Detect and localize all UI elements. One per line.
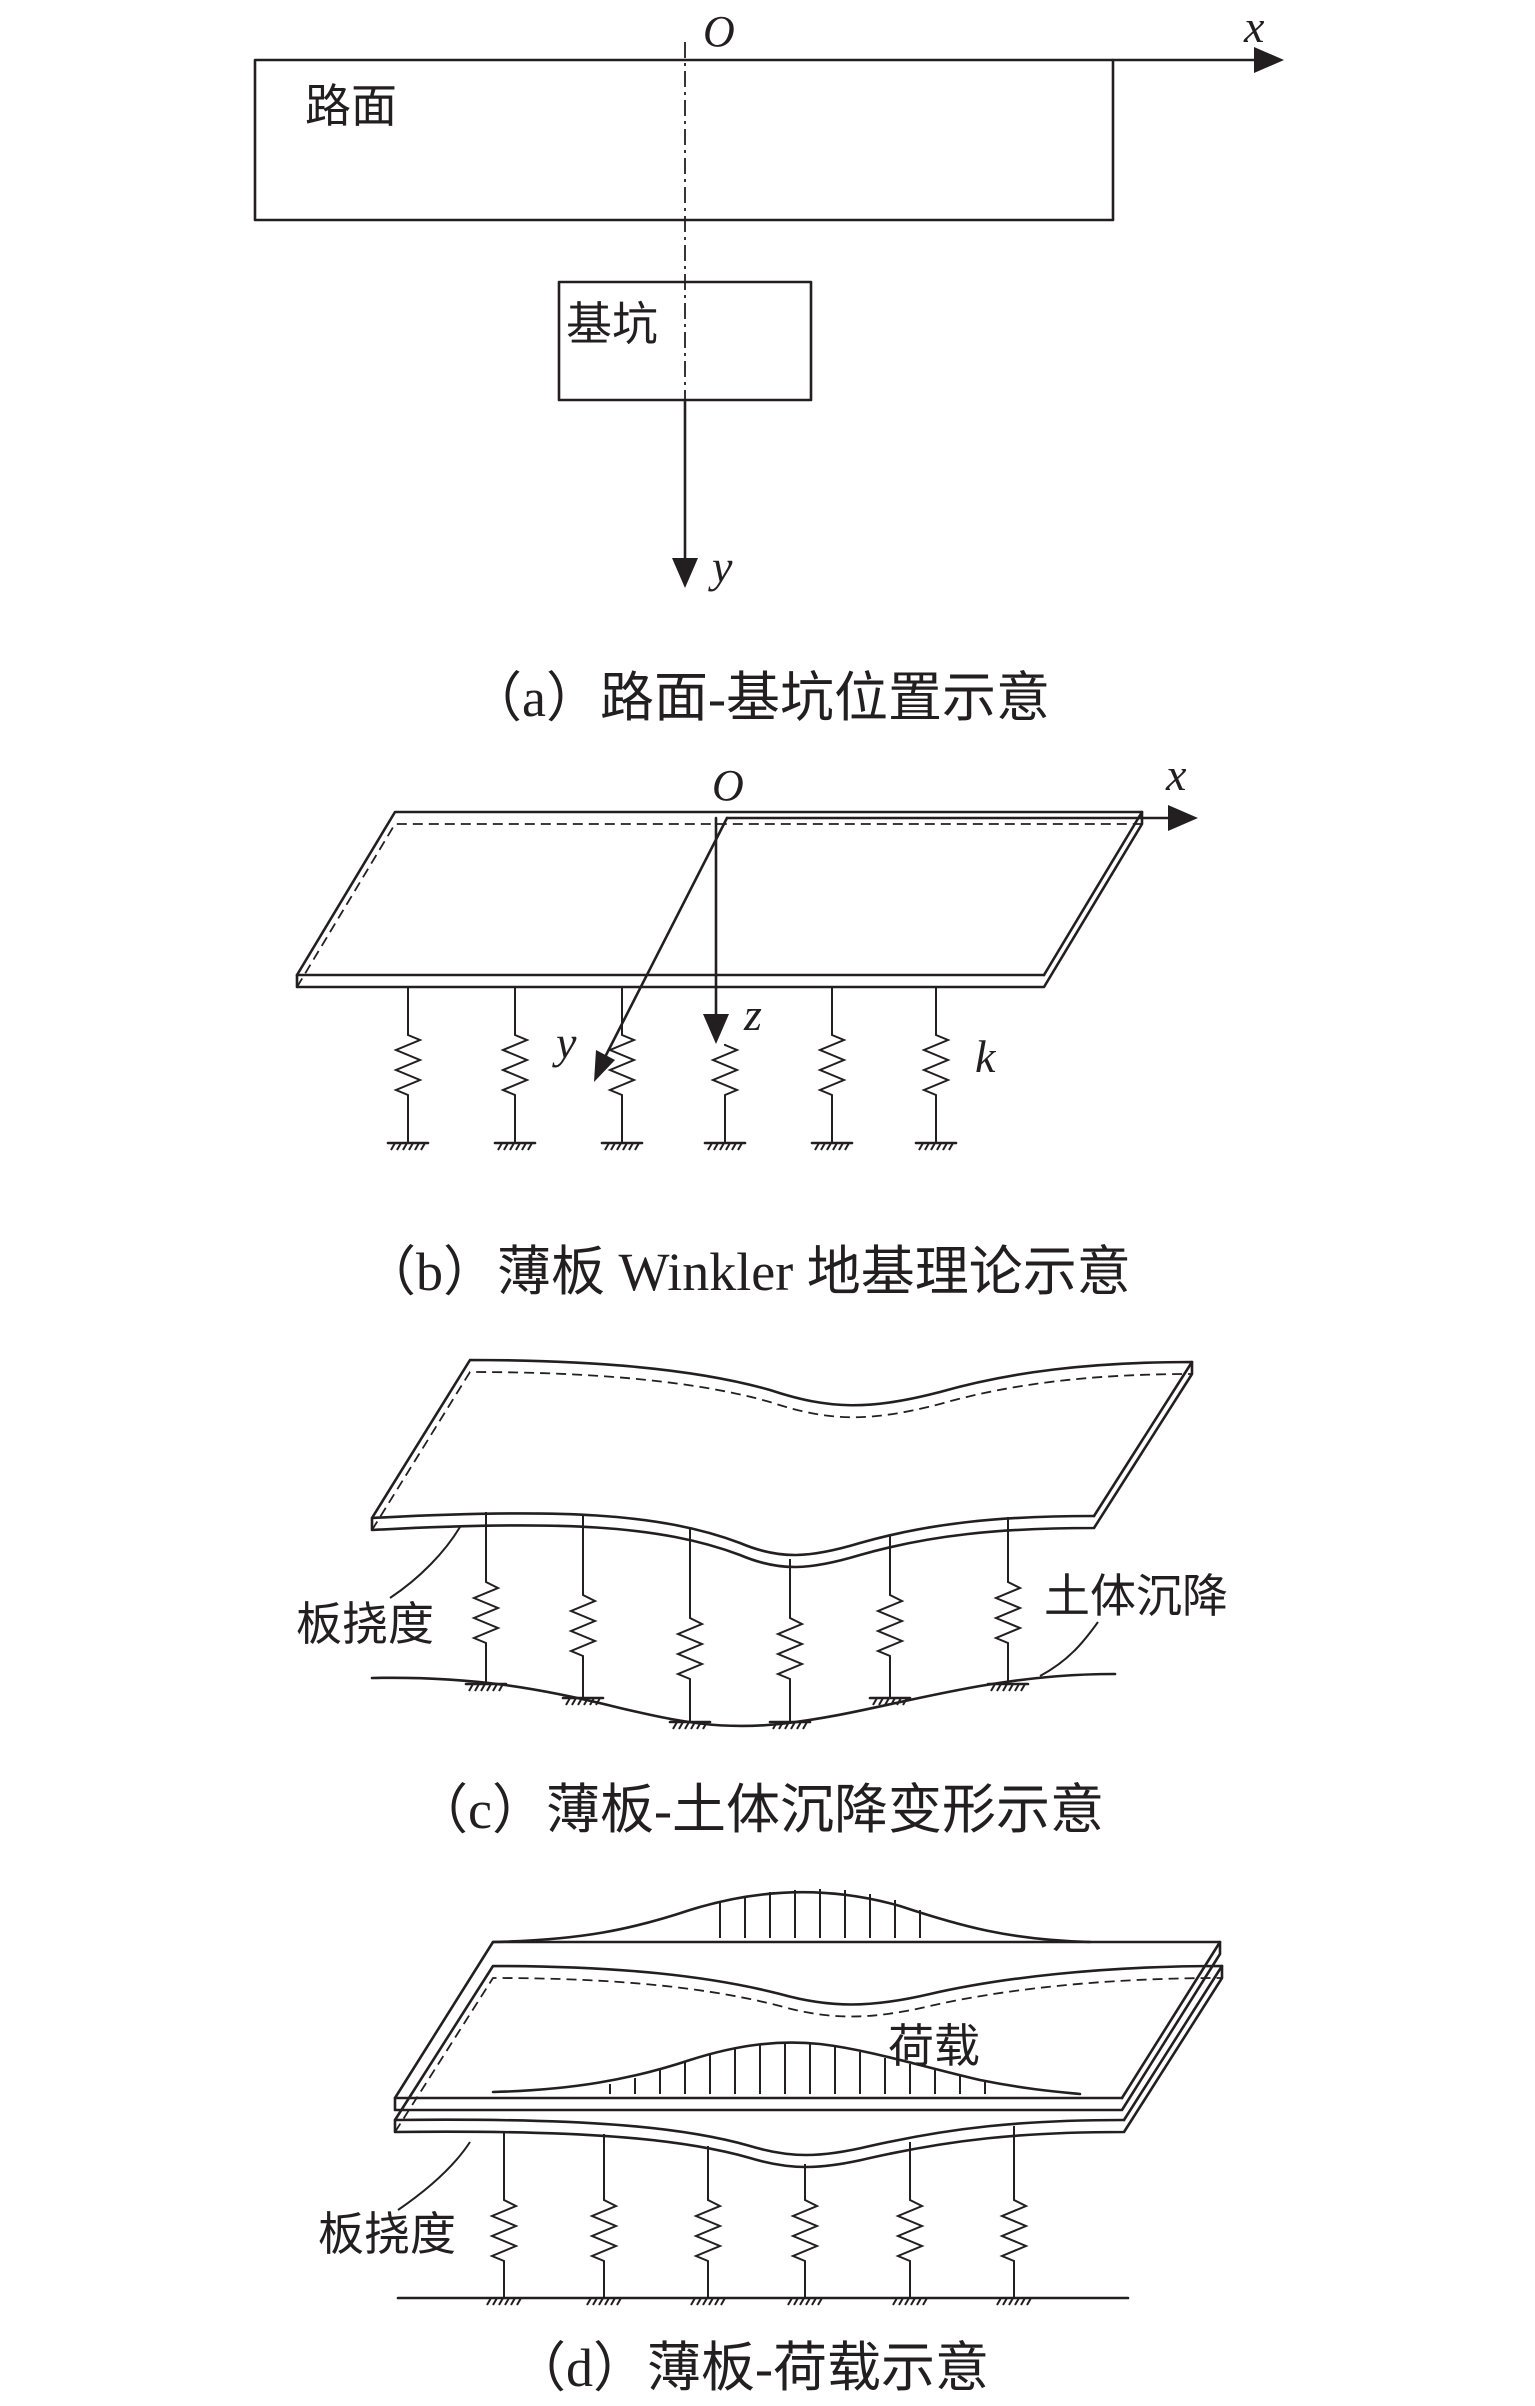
settlement-spring-5 <box>868 1535 912 1706</box>
caption-d: （d）薄板-荷载示意 <box>512 2338 989 2398</box>
y-axis-arrowhead-b <box>594 1050 615 1082</box>
lower-load-distribution-curve <box>491 2041 1082 2096</box>
deformed-plate-front-top-edge <box>370 1512 1096 1557</box>
settlement-spring-3 <box>668 1528 712 1730</box>
caption-c: （c）薄板-土体沉降变形示意 <box>414 1780 1104 1840</box>
deflection-leader-line <box>389 1526 461 1599</box>
settlement-spring-1 <box>464 1512 508 1692</box>
pit-label: 基坑 <box>566 299 658 350</box>
caption-a: （a）路面-基坑位置示意 <box>468 668 1050 728</box>
winkler-spring-2 <box>493 987 537 1151</box>
deformed-plate-hidden-edges <box>371 1371 1193 1531</box>
plate-right-top-edge <box>1042 810 1144 977</box>
load-spring-3 <box>690 2146 726 2306</box>
z-axis-arrowhead-b <box>703 1014 729 1044</box>
winkler-spring-3 <box>600 987 644 1151</box>
load-spring-5 <box>892 2142 928 2306</box>
panel-b: O x y z k （b）薄板 Winkler 地基理论示意 <box>295 749 1198 1302</box>
top-load-arrows <box>719 1889 921 1938</box>
y-axis-arrowhead <box>672 558 698 588</box>
plate-outline <box>295 810 1144 989</box>
winkler-spring-1 <box>386 987 430 1151</box>
panel-c: 板挠度 土体沉降 （c）薄板-土体沉降变形示意 <box>296 1358 1228 1840</box>
load-spring-6 <box>996 2126 1032 2306</box>
deflection-label-d: 板挠度 <box>318 2209 456 2260</box>
road-rectangle <box>253 58 1115 222</box>
load-label: 荷载 <box>888 2021 980 2072</box>
y-axis-line-b <box>600 816 729 1065</box>
winkler-spring-6 <box>914 987 958 1151</box>
x-axis-label-a: x <box>1243 1 1265 52</box>
spring-stiffness-label: k <box>975 1031 997 1082</box>
top-load-plate-right-edge <box>1120 1940 1222 2100</box>
settlement-spring-6 <box>986 1517 1030 1692</box>
load-spring-4 <box>787 2164 823 2306</box>
road-label: 路面 <box>305 81 397 132</box>
deformed-plate-outline <box>370 1358 1194 1569</box>
origin-label-b: O <box>712 761 744 810</box>
winkler-spring-4 <box>703 1044 747 1151</box>
x-axis-arrowhead-b <box>1168 805 1198 831</box>
x-axis-label-b: x <box>1165 749 1187 800</box>
y-axis-label-a: y <box>708 541 733 592</box>
deformed-plate-hidden-edges-d <box>394 1977 1223 2133</box>
z-axis-label-b: z <box>743 989 762 1040</box>
plate-hidden-edges <box>296 823 1142 988</box>
settlement-label: 土体沉降 <box>1044 1571 1228 1622</box>
deflection-leader-line-d <box>397 2141 471 2211</box>
lower-load-arrows <box>609 2042 986 2094</box>
deflection-label-c: 板挠度 <box>296 1599 434 1650</box>
settlement-spring-2 <box>561 1515 605 1706</box>
soil-settlement-curve <box>370 1672 1117 1728</box>
panel-d: 荷载 板挠度 （d）薄板-荷载示意 <box>318 1889 1224 2398</box>
load-spring-2 <box>586 2134 622 2306</box>
winkler-spring-5 <box>810 987 854 1151</box>
y-axis-label-b: y <box>552 1017 577 1068</box>
load-spring-1 <box>486 2132 522 2306</box>
origin-label-a: O <box>703 7 735 56</box>
caption-b: （b）薄板 Winkler 地基理论示意 <box>362 1242 1131 1302</box>
top-load-distribution-curve <box>491 1890 1092 1944</box>
deformed-plate-front-top-edge-d <box>393 2118 1126 2157</box>
deformed-plate-outline-d <box>393 1964 1224 2169</box>
deformed-plate-right-edge <box>1092 1360 1194 1518</box>
panel-a: 路面 基坑 O x y （a）路面-基坑位置示意 <box>253 1 1284 728</box>
x-axis-arrowhead <box>1254 47 1284 73</box>
settlement-spring-4 <box>768 1559 812 1730</box>
deformed-plate-right-edge-d <box>1122 1964 1224 2122</box>
settlement-leader-line <box>1039 1621 1099 1677</box>
